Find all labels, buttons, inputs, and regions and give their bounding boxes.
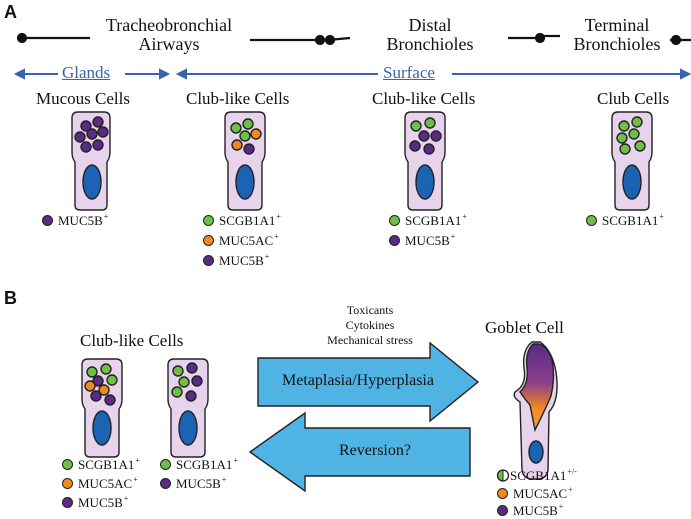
reversion-arrow <box>248 411 471 493</box>
purple-dot-icon <box>389 235 400 246</box>
metaplasia-label: Metaplasia/Hyperplasia <box>282 372 434 389</box>
stimulus-mechanical-stress: Mechanical stress <box>327 333 413 347</box>
legend-text: SCGB1A1+ <box>219 212 281 228</box>
legend-text: MUC5AC+ <box>78 475 138 491</box>
legend-text: MUC5B+ <box>513 502 564 518</box>
green-dot-icon <box>160 459 171 470</box>
surface-label: Surface <box>383 63 435 82</box>
green-dot-icon <box>389 215 400 226</box>
legend-text: MUC5B+ <box>78 494 129 510</box>
club-like-cell-b1 <box>81 358 123 458</box>
legend-text: SCGB1A1+/- <box>510 467 577 483</box>
legend-text: MUC5B+ <box>405 232 456 248</box>
region-line-2: Bronchioles <box>573 34 661 54</box>
purple-dot-icon <box>497 505 508 516</box>
airway-line-segments <box>16 32 691 46</box>
cell-title-club-like-2: Club-like Cells <box>372 89 476 108</box>
mucous-cell <box>71 111 111 211</box>
region-tracheobronchial: Tracheobronchial Airways <box>92 16 246 54</box>
legend-text: SCGB1A1+ <box>602 212 664 228</box>
legend-item: MUC5B+ <box>160 475 226 492</box>
half-green-dot-icon <box>496 469 510 482</box>
region-line-1: Distal <box>408 15 452 35</box>
cell-title-club-like-1: Club-like Cells <box>186 89 290 108</box>
goblet-cell-title: Goblet Cell <box>485 318 564 337</box>
green-dot-icon <box>203 215 214 226</box>
metaplasia-arrow <box>257 341 480 423</box>
region-terminal: Terminal Bronchioles <box>562 16 672 54</box>
legend-item: MUC5B+ <box>62 494 128 511</box>
region-line-1: Terminal <box>584 15 650 35</box>
legend-item: MUC5AC+ <box>203 232 279 249</box>
orange-dot-icon <box>497 488 508 499</box>
glands-surface-arrows <box>13 68 691 80</box>
orange-dot-icon <box>62 478 73 489</box>
legend-text: SCGB1A1+ <box>405 212 467 228</box>
stimuli-list: Toxicants Cytokines Mechanical stress <box>300 303 440 348</box>
region-line-2: Bronchioles <box>386 34 474 54</box>
legend-text: MUC5B+ <box>219 252 270 268</box>
legend-text: MUC5B+ <box>58 212 109 228</box>
stimulus-cytokines: Cytokines <box>345 318 395 332</box>
club-like-cell-b2 <box>167 358 209 458</box>
cell-title-club: Club Cells <box>597 89 670 108</box>
region-line-1: Tracheobronchial <box>105 15 233 35</box>
legend-item: SCGB1A1+ <box>203 212 281 229</box>
legend-text: SCGB1A1+ <box>78 456 140 472</box>
legend-item: SCGB1A1+ <box>586 212 664 229</box>
purple-dot-icon <box>42 215 53 226</box>
legend-item: MUC5AC+ <box>497 485 573 502</box>
goblet-cell <box>513 341 558 480</box>
club-like-cells-title: Club-like Cells <box>80 331 184 350</box>
region-distal: Distal Bronchioles <box>355 16 505 54</box>
legend-item: SCGB1A1+ <box>62 456 140 473</box>
reversion-label: Reversion? <box>339 442 411 459</box>
purple-dot-icon <box>62 497 73 508</box>
legend-item: MUC5B+ <box>203 252 269 269</box>
legend-text: MUC5AC+ <box>219 232 279 248</box>
legend-item: SCGB1A1+/- <box>510 467 577 484</box>
legend-item: MUC5B+ <box>497 502 563 519</box>
panel-b-letter: B <box>4 288 17 308</box>
legend-item: SCGB1A1+ <box>389 212 467 229</box>
legend-item: MUC5B+ <box>389 232 455 249</box>
legend-text: MUC5B+ <box>176 475 227 491</box>
green-dot-icon <box>62 459 73 470</box>
legend-text: SCGB1A1+ <box>176 456 238 472</box>
club-like-cell-a2 <box>404 111 446 211</box>
cell-title-mucous: Mucous Cells <box>36 89 130 108</box>
region-line-2: Airways <box>138 34 200 54</box>
legend-text: MUC5AC+ <box>513 485 573 501</box>
legend-item: SCGB1A1+ <box>160 456 238 473</box>
panel-a-letter: A <box>4 2 17 22</box>
stimulus-toxicants: Toxicants <box>346 303 394 317</box>
glands-label: Glands <box>62 63 111 82</box>
green-dot-icon <box>586 215 597 226</box>
orange-dot-icon <box>203 235 214 246</box>
legend-item: MUC5B+ <box>42 212 108 229</box>
club-cell-a <box>611 111 653 211</box>
club-like-cell-a1 <box>224 111 266 211</box>
purple-dot-icon <box>203 255 214 266</box>
purple-dot-icon <box>160 478 171 489</box>
legend-item: MUC5AC+ <box>62 475 138 492</box>
